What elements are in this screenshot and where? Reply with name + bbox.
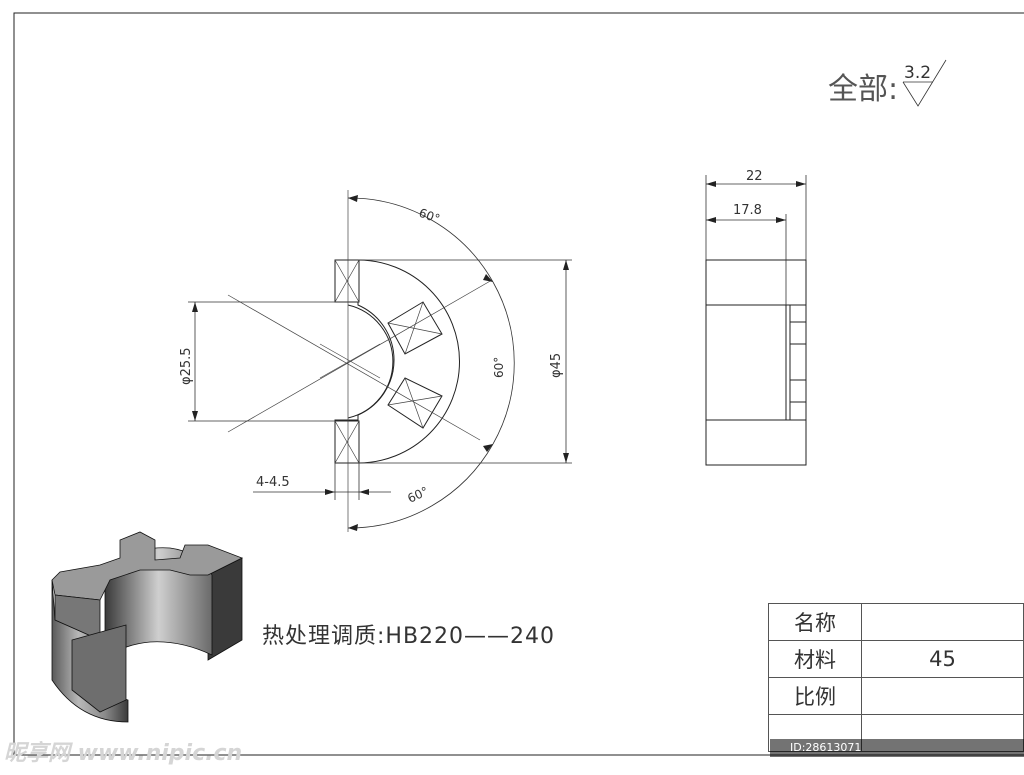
inner-diameter-label: φ25.5: [179, 347, 194, 385]
title-label: 名称: [768, 603, 862, 641]
title-value: 45: [861, 640, 1024, 678]
title-block: 名称 材料 45 比例: [768, 603, 1024, 752]
slot-width-label: 4-4.5: [256, 475, 290, 490]
drawing-frame: [13, 12, 1024, 756]
body-length-label: 17.8: [733, 203, 762, 218]
front-view: 60° 60° 60° φ25.5 φ45 4-4.5: [179, 190, 572, 532]
angle-bottom-label: 60°: [405, 484, 430, 506]
roughness-value: 3.2: [904, 63, 931, 83]
side-tab-lower: [789, 379, 807, 403]
upper-radial-slot: [387, 301, 443, 355]
title-value: [861, 603, 1024, 641]
title-row-name: 名称: [768, 603, 1024, 641]
heat-treatment-note: 热处理调质:HB220——240: [262, 624, 556, 649]
watermark-site: 昵享网 www.nipic.cn: [4, 741, 243, 766]
iso-top-face: [51, 531, 243, 601]
side-body: [705, 259, 807, 466]
title-row-material: 材料 45: [768, 640, 1024, 678]
angle-top-label: 60°: [417, 206, 442, 226]
title-label: 材料: [768, 640, 862, 678]
outer-arc: [334, 259, 460, 464]
title-value: [861, 677, 1024, 715]
iso-right-block: [207, 557, 243, 661]
angle-mid-label: 60°: [492, 357, 506, 378]
roughness-symbol-icon: 3.2: [902, 59, 947, 107]
watermark-id: ID:28613071 NO:20210504091635783105: [770, 739, 1024, 772]
surface-roughness-note: 全部:: [828, 72, 899, 107]
side-tab-upper: [789, 321, 807, 345]
total-length-label: 22: [746, 169, 763, 184]
isometric-view: [51, 531, 243, 723]
inner-arc: [347, 304, 394, 419]
title-row-scale: 比例: [768, 677, 1024, 715]
side-view: 22 17.8: [705, 169, 807, 466]
iso-front-block: [71, 624, 127, 713]
outer-diameter-label: φ45: [549, 353, 564, 378]
title-label: 比例: [768, 677, 862, 715]
